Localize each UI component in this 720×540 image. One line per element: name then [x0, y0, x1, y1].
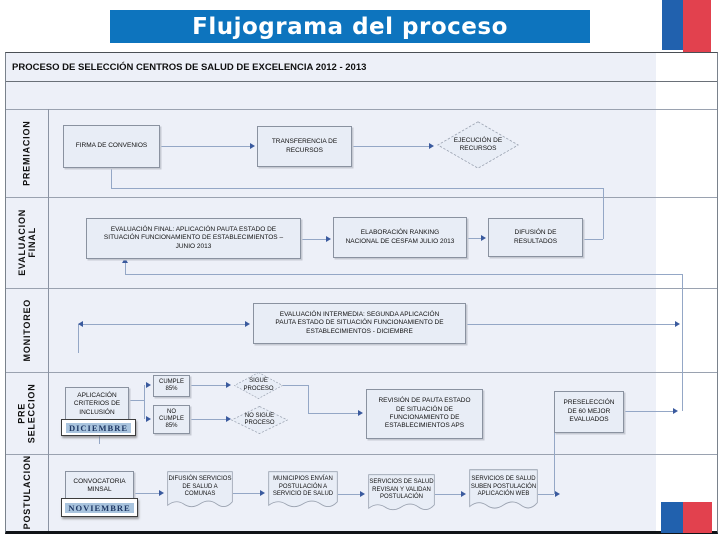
arrowhead — [250, 143, 255, 149]
node-aplicacion-criterios: APLICACIÓN CRITERIOS DE INCLUSIÓN — [65, 387, 129, 422]
arrowhead — [146, 382, 151, 388]
lane-label-column — [6, 109, 49, 531]
arrowhead — [122, 258, 128, 263]
node-evaluacion-intermedia: EVALUACIÓN INTERMEDIA: SEGUNDA APLICACIÓ… — [253, 303, 466, 344]
line-segment — [111, 168, 112, 188]
decision-no-sigue-proceso: NO SIGUE PROCESO — [231, 406, 288, 434]
node-revision-pauta: REVISIÓN DE PAUTA ESTADO DE SITUACIÓN DE… — [366, 389, 483, 439]
lane-label-evaluacion-final: EVALUACION FINAL — [16, 209, 37, 276]
line-segment — [308, 413, 358, 414]
diamond-shape — [234, 372, 283, 399]
line-segment — [78, 324, 79, 353]
arrowhead — [358, 410, 363, 416]
arrowhead — [245, 321, 250, 327]
node-evaluacion-final: EVALUACIÓN FINAL: APLICACIÓN PAUTA ESTAD… — [86, 218, 301, 259]
grid-line — [6, 197, 717, 198]
line-segment — [583, 239, 603, 240]
decision-ejecucion-recursos: EJECUCIÓN DE RECURSOS — [437, 121, 519, 169]
node-convocatoria-minsal: CONVOCATORIA MINSAL — [65, 471, 134, 501]
lane-label-postulacion: POSTULACION — [21, 455, 32, 530]
node-firma-convenios: FIRMA DE CONVENIOS — [63, 125, 160, 168]
slide-title-banner: Flujograma del proceso — [110, 10, 590, 43]
slide-title: Flujograma del proceso — [192, 13, 508, 40]
line-segment — [233, 493, 260, 494]
arrowhead — [673, 408, 678, 414]
arrowhead — [226, 416, 231, 422]
arrowhead — [675, 321, 680, 327]
line-segment — [352, 146, 429, 147]
line-segment — [624, 411, 673, 412]
line-segment — [603, 188, 604, 239]
document-shape — [368, 474, 435, 511]
decision-sigue-proceso: SIGUE PROCESO — [234, 372, 283, 399]
document-shape — [268, 471, 338, 508]
arrowhead — [78, 321, 83, 327]
arrowhead — [226, 382, 231, 388]
line-segment — [134, 493, 159, 494]
grid-line — [6, 288, 717, 289]
node-difusion-resultados: DIFUSIÓN DE RESULTADOS — [488, 218, 583, 257]
line-segment — [467, 238, 481, 239]
line-segment — [538, 494, 554, 495]
arrowhead — [481, 235, 486, 241]
line-segment — [301, 239, 326, 240]
arrowhead — [159, 490, 164, 496]
line-segment — [554, 433, 555, 494]
lane-label-pre-seleccion: PRE SELECCION — [16, 383, 37, 443]
line-segment — [78, 324, 245, 325]
grid-line — [6, 454, 717, 455]
line-segment — [190, 385, 226, 386]
arrowhead — [260, 490, 265, 496]
line-segment — [682, 274, 683, 411]
line-segment — [144, 385, 145, 419]
line-segment — [99, 434, 100, 444]
doc-difusion-servicios: DIFUSIÓN SERVICIOS DE SALUD A COMUNAS — [167, 471, 233, 513]
arrowhead — [326, 236, 331, 242]
line-segment — [435, 494, 461, 495]
lane-label-premiacion: PREMIACION — [21, 120, 32, 186]
line-segment — [111, 188, 603, 189]
node-preseleccion-60: PRESELECCIÓN DE 60 MEJOR EVALUADOS — [554, 391, 624, 433]
flowchart: PROCESO DE SELECCIÓN CENTROS DE SALUD DE… — [5, 52, 718, 534]
lane-label-monitoreo: MONITOREO — [21, 298, 32, 362]
grid-line — [6, 372, 717, 373]
line-segment — [129, 400, 144, 401]
line-segment — [283, 385, 308, 386]
arrowhead — [555, 491, 560, 497]
document-shape — [469, 469, 538, 509]
line-segment — [466, 324, 675, 325]
document-shape — [167, 471, 233, 508]
tag-diciembre: DICIEMBRE — [61, 419, 136, 436]
grid-line — [6, 81, 717, 82]
doc-servicios-revisan: SERVICIOS DE SALUD REVISAN Y VALIDAN POS… — [368, 474, 435, 516]
line-segment — [161, 146, 250, 147]
top-accent-blue-bar — [662, 0, 683, 50]
node-elaboracion-ranking: ELABORACIÓN RANKING NACIONAL DE CESFAM J… — [333, 217, 467, 258]
line-segment — [125, 274, 682, 275]
line-segment — [190, 419, 226, 420]
arrowhead — [429, 143, 434, 149]
line-segment — [338, 494, 360, 495]
node-no-cumple-85: NO CUMPLE 85% — [153, 405, 190, 434]
flowchart-title: PROCESO DE SELECCIÓN CENTROS DE SALUD DE… — [12, 61, 367, 73]
grid-line — [6, 109, 717, 110]
doc-servicios-suben: SERVICIOS DE SALUD SUBEN POSTULACIÓN APL… — [469, 469, 538, 515]
doc-municipios-envian: MUNICIPIOS ENVÍAN POSTULACIÓN A SERVICIO… — [268, 471, 338, 513]
tag-noviembre: NOVIEMBRE — [61, 498, 138, 517]
line-segment — [308, 385, 309, 413]
arrowhead — [360, 491, 365, 497]
arrowhead — [146, 416, 151, 422]
diamond-shape — [437, 121, 519, 169]
diamond-shape — [231, 406, 288, 434]
bottom-accent-red-square — [683, 502, 712, 533]
node-transferencia-recursos: TRANSFERENCIA DE RECURSOS — [257, 126, 352, 167]
arrowhead — [461, 491, 466, 497]
bottom-accent-blue-square — [661, 502, 683, 533]
top-accent-red-bar — [683, 0, 711, 54]
node-cumple-85: CUMPLE 85% — [153, 375, 190, 397]
line-segment — [125, 263, 126, 274]
